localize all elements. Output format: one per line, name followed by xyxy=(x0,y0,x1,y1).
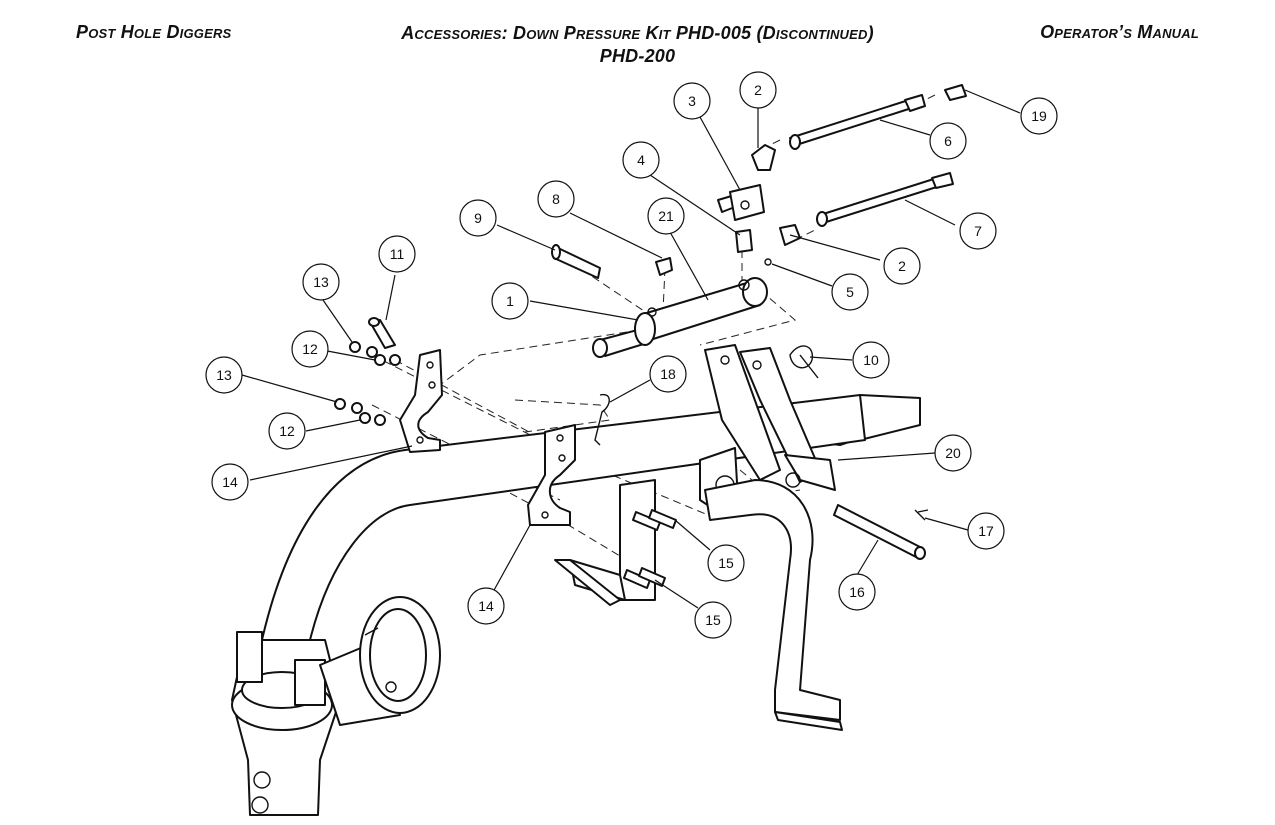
callout-4: 4 xyxy=(622,141,660,179)
callout-number: 16 xyxy=(849,584,865,600)
callout-7: 7 xyxy=(959,212,997,250)
callout-number: 13 xyxy=(216,367,232,383)
callout-number: 2 xyxy=(754,82,762,98)
header-page-title: Accessories: Down Pressure Kit PHD-005 (… xyxy=(0,22,1275,68)
callout-2-upper: 2 xyxy=(739,71,777,109)
hardware-parts xyxy=(334,84,967,589)
callout-number: 9 xyxy=(474,210,482,226)
callout-16: 16 xyxy=(838,573,876,611)
callout-11: 11 xyxy=(378,235,416,273)
callout-number: 11 xyxy=(390,246,405,262)
callout-number: 18 xyxy=(660,366,676,382)
callout-12-lower: 12 xyxy=(268,412,306,450)
callout-number: 12 xyxy=(302,341,318,357)
callout-number: 7 xyxy=(974,223,982,239)
callout-19: 19 xyxy=(1020,97,1058,135)
callout-number: 20 xyxy=(945,445,961,461)
header-title-line: Accessories: Down Pressure Kit PHD-005 (… xyxy=(401,23,874,43)
header-manual-title: Operator’s Manual xyxy=(1040,22,1199,42)
clamp-parts xyxy=(399,349,576,526)
gearbox-assembly xyxy=(231,596,441,816)
callout-number: 8 xyxy=(552,191,560,207)
callout-number: 1 xyxy=(506,293,514,309)
callout-number: 17 xyxy=(978,523,994,539)
callout-number: 14 xyxy=(222,474,238,490)
callout-15-lower: 15 xyxy=(694,601,732,639)
callout-number: 6 xyxy=(944,133,952,149)
callout-3: 3 xyxy=(673,82,711,120)
callout-1: 1 xyxy=(491,282,529,320)
callout-number: 15 xyxy=(705,612,721,628)
header-section-title: Post Hole Diggers xyxy=(76,22,232,42)
callout-14-left: 14 xyxy=(211,463,249,501)
header-model-number: PHD-200 xyxy=(599,46,676,66)
callout-number: 12 xyxy=(279,423,295,439)
callout-20: 20 xyxy=(934,434,972,472)
callout-number: 21 xyxy=(658,208,674,224)
callout-number: 5 xyxy=(846,284,854,300)
callout-leader-lines xyxy=(241,89,1021,609)
callout-8: 8 xyxy=(537,180,575,218)
hydraulic-cylinder xyxy=(592,277,768,358)
callout-6: 6 xyxy=(929,122,967,160)
callout-bubbles: 1 2 2 3 4 5 6 7 8 9 10 11 12 12 13 13 14… xyxy=(205,71,1058,639)
callout-number: 3 xyxy=(688,93,696,109)
callout-13-upper: 13 xyxy=(302,263,340,301)
frame-assembly xyxy=(261,344,921,731)
callout-18: 18 xyxy=(649,355,687,393)
callout-5: 5 xyxy=(831,273,869,311)
callout-number: 14 xyxy=(478,598,494,614)
callout-number: 13 xyxy=(313,274,329,290)
callout-number: 4 xyxy=(637,152,645,168)
callout-13-lower: 13 xyxy=(205,356,243,394)
callout-9: 9 xyxy=(459,199,497,237)
callout-14-right: 14 xyxy=(467,587,505,625)
callout-number: 19 xyxy=(1031,108,1047,124)
callout-number: 10 xyxy=(863,352,879,368)
callout-21: 21 xyxy=(647,197,685,235)
callout-number: 15 xyxy=(718,555,734,571)
callout-15-upper: 15 xyxy=(707,544,745,582)
callout-2-lower: 2 xyxy=(883,247,921,285)
callout-12-upper: 12 xyxy=(291,330,329,368)
callout-10: 10 xyxy=(852,341,890,379)
callout-17: 17 xyxy=(967,512,1005,550)
callout-number: 2 xyxy=(898,258,906,274)
